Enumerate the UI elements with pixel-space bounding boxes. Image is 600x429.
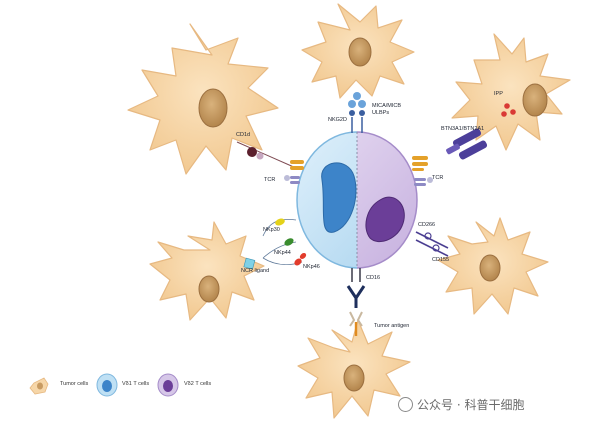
legend-vd1-label: Vδ1 T cells [122, 381, 150, 387]
label-cd16: CD16 [366, 275, 381, 281]
label-nkp44: NKp44 [274, 250, 291, 256]
legend-icons [29, 373, 179, 397]
mica-ligand [348, 92, 366, 108]
label-tumor-antigen: Tumor antigen [374, 323, 410, 329]
label-cd155: CD155 [432, 257, 450, 263]
label-nkp30: NKp30 [263, 227, 280, 233]
legend-tumor-label: Tumor cells [60, 381, 89, 387]
btn-complex [446, 128, 488, 160]
label-tcr-left: TCR [264, 177, 276, 183]
central-t-cell [296, 131, 418, 269]
wechat-logo-icon [398, 397, 413, 412]
legend-vd2-icon [157, 373, 179, 397]
tcr-right [412, 156, 433, 186]
label-cd266: CD266 [418, 222, 436, 228]
watermark-text: 公众号 · 科普干细胞 [417, 398, 525, 412]
cd16-receptor [346, 268, 366, 308]
tumor-cell-top-right [451, 33, 571, 151]
cd1d-complex [236, 141, 297, 169]
legend-vd2-label: Vδ2 T cells [184, 381, 212, 387]
label-ulbps: ULBPs [372, 110, 390, 116]
watermark: 公众号 · 科普干细胞 [398, 396, 524, 413]
label-nkg2d: NKG2D [328, 117, 347, 123]
cd226-cd155 [415, 231, 449, 257]
tumor-cell-top [301, 3, 415, 99]
legend-vd1-icon [96, 373, 118, 397]
label-ncr-ligand: NCR ligand [241, 268, 270, 274]
tumor-cell-top-left [127, 23, 279, 175]
legend-tumor-icon [29, 377, 49, 395]
nkg2d-receptor [349, 110, 365, 133]
ipp-molecules [501, 103, 516, 117]
tumor-cell-left [149, 221, 265, 321]
label-ipp: IPP [494, 91, 503, 97]
label-nkp46: NKp46 [303, 264, 320, 270]
label-btn: BTN3A1/BTN2A1 [441, 126, 485, 132]
ncr-receptors [243, 218, 307, 270]
label-cd1d: CD1d [236, 132, 251, 138]
tcr-left [284, 160, 304, 184]
label-tcr-right: TCR [432, 175, 444, 181]
label-mica: MICA/MICB [372, 103, 402, 109]
tumor-cell-bottom [297, 319, 411, 419]
tumor-antigen [349, 311, 363, 336]
tumor-cell-right [437, 217, 549, 315]
